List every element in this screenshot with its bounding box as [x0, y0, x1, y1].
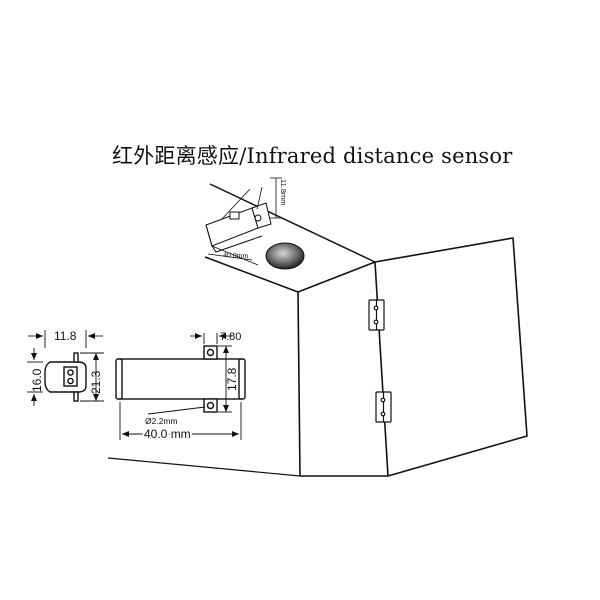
side-height-label: 16.0 [30, 368, 44, 392]
mount-tab-top [203, 345, 218, 360]
side-width-label: 11.8 [54, 329, 77, 343]
floor-line [107, 457, 301, 477]
hole-diameter-label: Ø2.2mm [145, 416, 178, 426]
iso-sensor [205, 177, 282, 266]
cabinet-left-edge [297, 291, 301, 477]
mount-height-label: 17.8 [225, 367, 239, 391]
front-view-body [119, 358, 242, 400]
diagram-title: 红外距离感应/Infrared distance sensor [112, 144, 513, 168]
iso-height-label: 11.8mm [279, 179, 288, 206]
sensor-lens [265, 242, 305, 270]
front-length-label: 40.0 mm [144, 427, 191, 441]
mount-tab-bottom [203, 398, 218, 413]
hinge-upper [368, 299, 385, 331]
cabinet-front-edge [374, 261, 389, 477]
side-depth-label: 21.3 [89, 370, 103, 394]
hinge-lower [375, 391, 392, 423]
front-view-dimensions [119, 333, 242, 440]
cabinet [107, 183, 528, 477]
side-view [44, 352, 87, 402]
iso-length-label: 40.0mm [223, 252, 249, 260]
side-view-dimensions [27, 330, 104, 406]
front-view [115, 345, 246, 413]
cabinet-door [374, 237, 528, 477]
cabinet-top-panel [204, 183, 376, 293]
hole-spacing-label: 7.80 [220, 331, 241, 343]
